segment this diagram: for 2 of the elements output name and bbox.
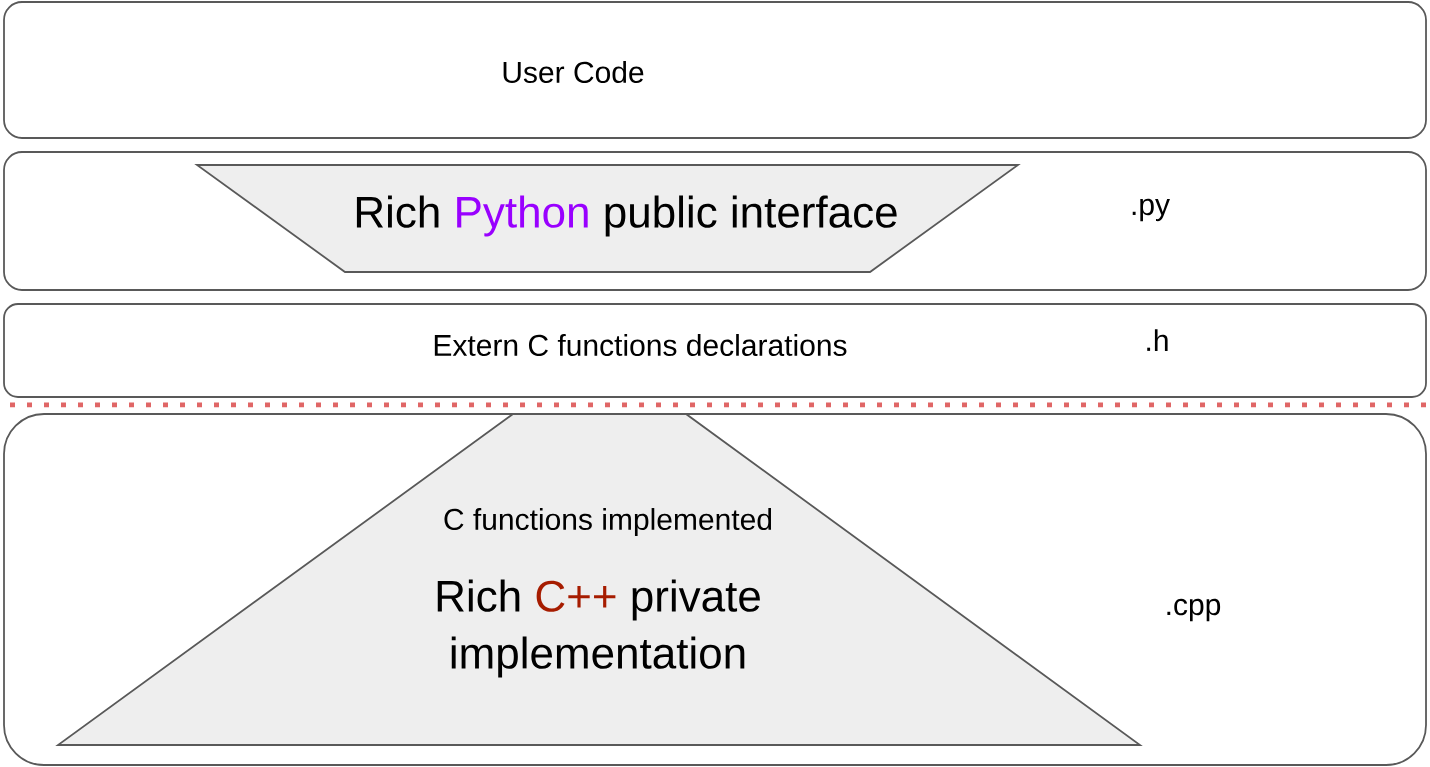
layer-band: User Code xyxy=(3,1,1427,139)
layer-band: Extern C functions declarations .h xyxy=(3,303,1427,398)
